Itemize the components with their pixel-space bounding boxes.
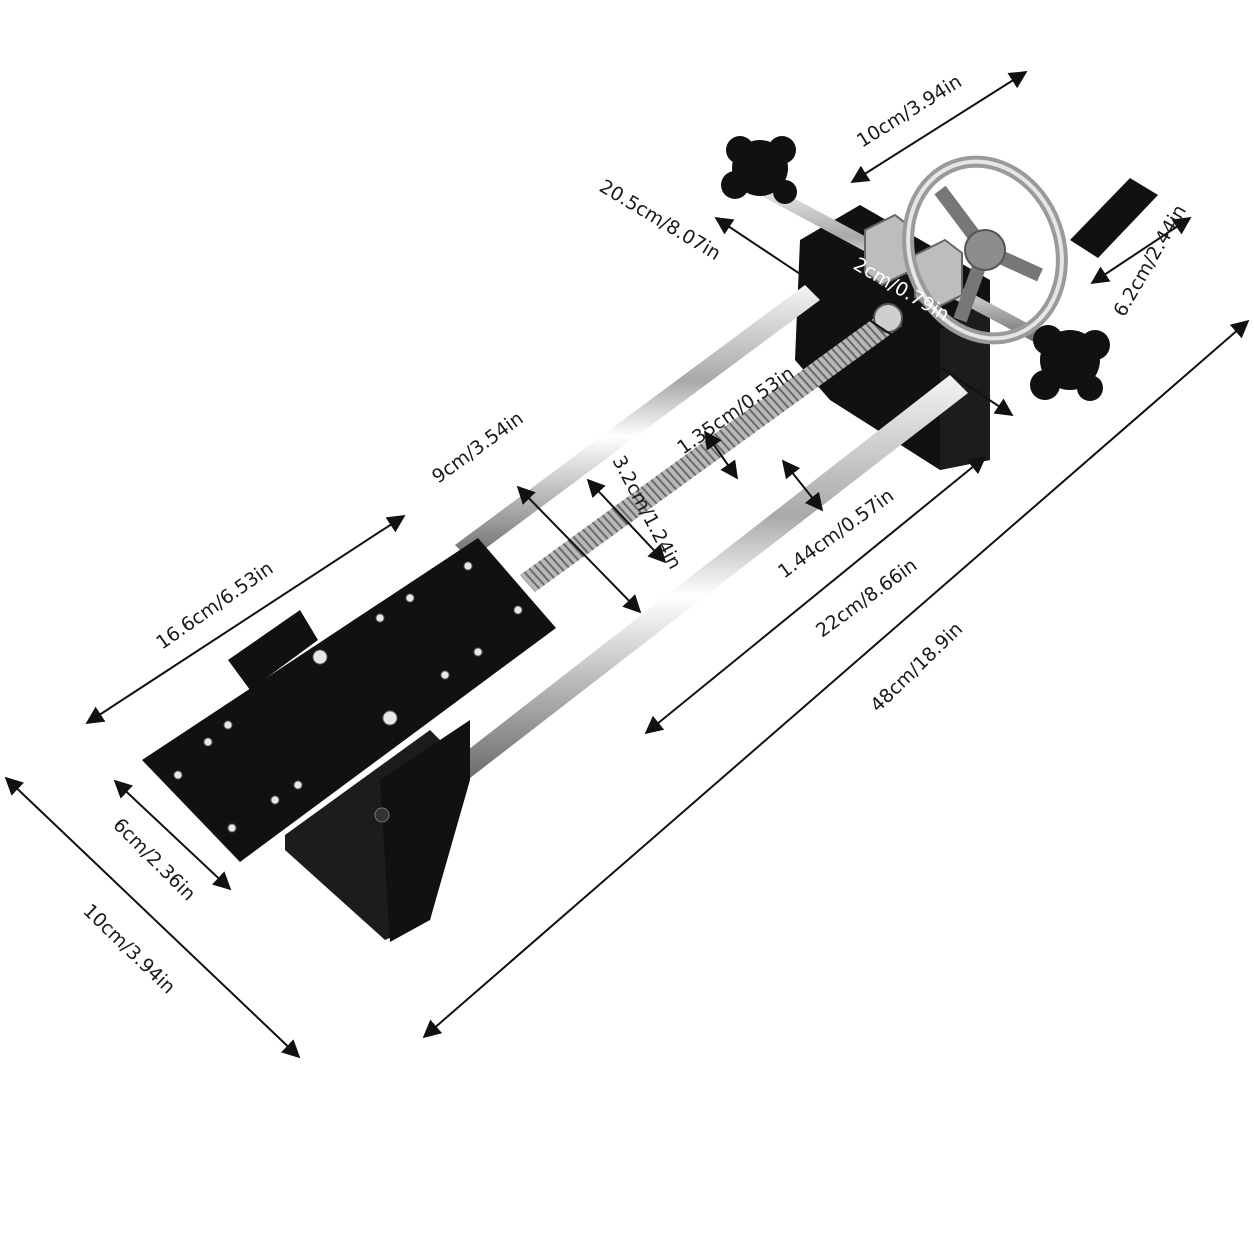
label-base-width: 6cm/2.36in: [108, 814, 199, 905]
crank-handle: [1070, 178, 1158, 258]
screw-nut: [873, 303, 903, 333]
dim-line-plate-length: [85, 515, 406, 724]
base-bolt: [374, 807, 390, 823]
dimension-lines: [4, 71, 1250, 1059]
right-star-knob: [1030, 325, 1110, 401]
dim-line-handle-width: [1090, 217, 1192, 284]
front-base-side: [380, 720, 470, 942]
dim-line-base-height: [4, 776, 301, 1059]
label-total-length: 48cm/18.9in: [866, 618, 967, 717]
label-rail-length: 22cm/8.66in: [812, 554, 921, 642]
left-star-knob: [721, 136, 797, 204]
label-crank-length: 20.5cm/8.07in: [595, 175, 724, 265]
label-rod-spacing: 9cm/3.54in: [428, 407, 528, 488]
dimension-labels: 10cm/3.94in 20.5cm/8.07in 6.2cm/2.44in 2…: [79, 70, 1191, 998]
lead-screw: [520, 310, 902, 592]
dim-line-top-width: [850, 71, 1028, 183]
label-base-height: 10cm/3.94in: [79, 900, 180, 999]
dim-line-total-length: [422, 319, 1250, 1039]
label-top-width: 10cm/3.94in: [853, 70, 966, 152]
